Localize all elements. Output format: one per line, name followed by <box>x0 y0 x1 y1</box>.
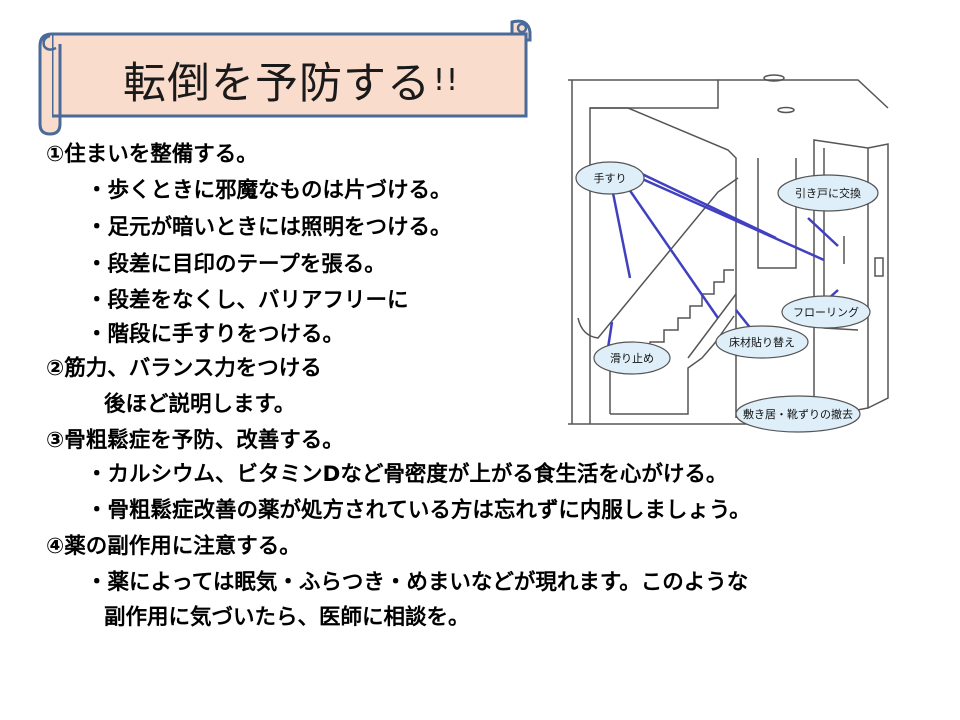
list-item: ・薬によっては眠気・ふらつき・めまいなどが現れます。このような <box>86 570 749 595</box>
heading-1: ①住まいを整備する。 <box>46 142 258 167</box>
floor-material-label: 床材貼り替え <box>729 335 795 349</box>
pointer-lines <box>606 172 839 349</box>
title-suffix: !! <box>432 62 460 98</box>
label-bubbles <box>575 161 879 433</box>
list-item: ・歩くときに邪魔なものは片づける。 <box>86 178 452 203</box>
list-item: ・段差をなくし、バリアフリーに <box>86 288 409 313</box>
title-scroll-banner <box>38 19 532 136</box>
list-item: ・階段に手すりをつける。 <box>86 322 345 347</box>
anti-slip-label: 滑り止め <box>610 352 654 365</box>
list-item: ・段差に目印のテープを張る。 <box>86 252 386 277</box>
heading-4: ④薬の副作用に注意する。 <box>46 534 301 559</box>
handrail-label: 手すり <box>594 171 627 185</box>
heading-3: ③骨粗鬆症を予防、改善する。 <box>46 428 344 453</box>
heading-2: ②筋力、バランス力をつける <box>46 356 322 381</box>
page-title: 転倒を予防する!! <box>60 38 522 122</box>
list-item: ・足元が暗いときには照明をつける。 <box>86 215 452 240</box>
threshold-label: 敷き居・靴ずりの撤去 <box>743 407 853 421</box>
label-texts: 手すり 引き戸に交換 フローリング 床材貼り替え 滑り止め 敷き居・靴ずりの撤去 <box>594 171 862 421</box>
list-item: ・骨粗鬆症改善の薬が処方されている方は忘れずに内服しましょう。 <box>86 498 751 523</box>
title-main: 転倒を予防する <box>122 59 431 109</box>
sliding-door-label: 引き戸に交換 <box>795 186 861 200</box>
list-item: 後ほど説明します。 <box>104 392 296 417</box>
list-item: 副作用に気づいたら、医師に相談を。 <box>104 605 470 630</box>
staircase-illustration: 手すり 引き戸に交換 フローリング 床材貼り替え 滑り止め 敷き居・靴ずりの撤去 <box>568 74 889 433</box>
list-item: ・カルシウム、ビタミンDなど骨密度が上がる食生活を心がける。 <box>86 462 728 487</box>
flooring-label: フローリング <box>793 305 859 319</box>
